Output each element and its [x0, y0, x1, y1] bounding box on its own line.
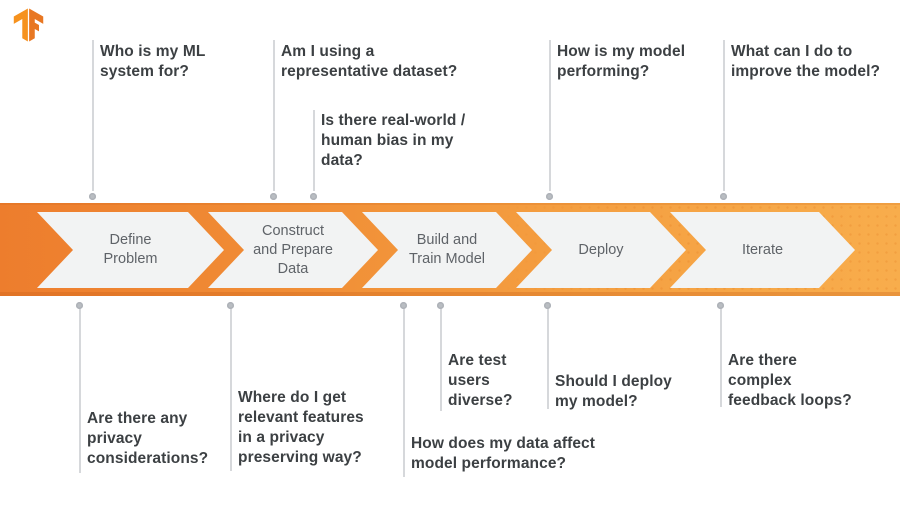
- connector-line: [79, 309, 81, 473]
- tensorflow-logo-icon: [13, 8, 44, 42]
- connector-dot: [546, 193, 553, 200]
- question-bottom-privacy-considerations: Are there any privacy considerations?: [87, 410, 209, 467]
- stage-label: Define Problem: [103, 232, 158, 267]
- question-top-representative-dataset: Am I using a representative dataset?: [281, 43, 458, 80]
- question-bottom-relevant-features: Where do I get relevant features in a pr…: [238, 389, 364, 466]
- stage-build-train-model: Build and Train Model: [362, 212, 532, 288]
- connector-dot: [310, 193, 317, 200]
- connector-line: [92, 40, 94, 191]
- question-bottom-should-deploy: Should I deploy my model?: [555, 373, 672, 410]
- question-top-who-is-system-for: Who is my ML system for?: [100, 43, 206, 80]
- connector-dot: [717, 302, 724, 309]
- connector-dot: [437, 302, 444, 309]
- question-top-real-world-bias: Is there real-world / human bias in my d…: [321, 112, 466, 169]
- connector-dot: [227, 302, 234, 309]
- connector-line: [403, 309, 405, 477]
- connector-line: [547, 309, 549, 409]
- connector-line: [440, 309, 442, 411]
- connector-line: [230, 309, 232, 471]
- connector-dot: [720, 193, 727, 200]
- question-bottom-data-affect-performance: How does my data affect model performanc…: [411, 435, 596, 472]
- stage-iterate: Iterate: [670, 212, 855, 288]
- question-top-model-performing: How is my model performing?: [557, 43, 686, 80]
- connector-dot: [400, 302, 407, 309]
- stage-label: Build and Train Model: [408, 232, 486, 267]
- connector-line: [273, 40, 275, 191]
- connector-line: [313, 110, 315, 191]
- pipeline-band: Define Problem Construct and Prepare Dat…: [0, 203, 900, 296]
- connector-line: [549, 40, 551, 191]
- stage-define-problem: Define Problem: [37, 212, 224, 288]
- stage-label: Construct and Prepare Data: [253, 222, 333, 277]
- connector-dot: [76, 302, 83, 309]
- connector-line: [723, 40, 725, 191]
- stage-construct-prepare-data: Construct and Prepare Data: [208, 212, 378, 288]
- question-bottom-test-users-diverse: Are test users diverse?: [448, 352, 513, 409]
- stage-label: Iterate: [741, 241, 784, 258]
- question-bottom-feedback-loops: Are there complex feedback loops?: [728, 352, 852, 409]
- question-top-improve-model: What can I do to improve the model?: [731, 43, 881, 80]
- connector-dot: [89, 193, 96, 200]
- stage-label: Deploy: [578, 241, 624, 258]
- connector-line: [720, 309, 722, 407]
- connector-dot: [270, 193, 277, 200]
- connector-dot: [544, 302, 551, 309]
